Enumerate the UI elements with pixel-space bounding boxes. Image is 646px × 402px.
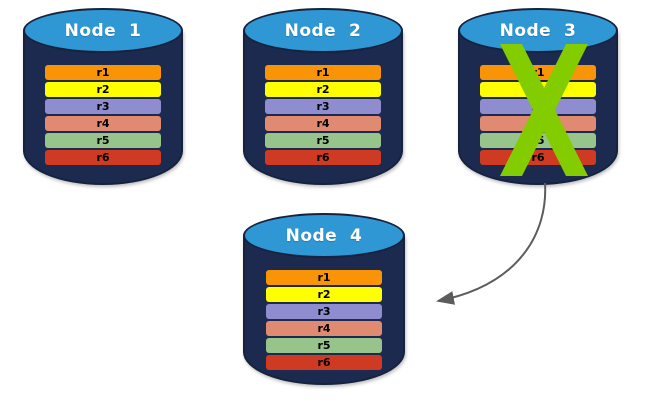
record-row[interactable]: r2 (265, 82, 381, 97)
record-label: r3 (531, 100, 545, 113)
cylinder-top (243, 213, 405, 258)
record-list: r1 r2 r3 r4 r5 r6 (265, 65, 381, 165)
record-label: r4 (316, 117, 330, 130)
cylinder-top (23, 8, 183, 53)
record-label: r5 (316, 134, 330, 147)
record-row[interactable]: r2 (45, 82, 161, 97)
record-row[interactable]: r3 (265, 99, 381, 114)
record-label: r2 (316, 83, 330, 96)
record-row[interactable]: r3 (480, 99, 596, 114)
record-label: r5 (531, 134, 545, 147)
record-row[interactable]: r2 (480, 82, 596, 97)
record-list: r1 r2 r3 r4 r5 r6 (480, 65, 596, 165)
record-row[interactable]: r1 (480, 65, 596, 80)
record-row[interactable]: r3 (265, 304, 383, 319)
node-3[interactable]: Node 3 r1 r2 r3 r4 r5 r6 (458, 8, 618, 185)
record-row[interactable]: r5 (480, 133, 596, 148)
record-label: r4 (317, 322, 331, 335)
node-4[interactable]: Node 4 r1 r2 r3 r4 r5 r6 (243, 213, 405, 385)
record-list: r1 r2 r3 r4 r5 r6 (265, 270, 383, 370)
record-row[interactable]: r4 (480, 116, 596, 131)
record-label: r6 (316, 151, 330, 164)
record-label: r5 (96, 134, 110, 147)
node-1[interactable]: Node 1 r1 r2 r3 r4 r5 r6 (23, 8, 183, 185)
record-label: r2 (531, 83, 545, 96)
record-label: r3 (316, 100, 330, 113)
record-row[interactable]: r6 (480, 150, 596, 165)
record-row[interactable]: r4 (265, 116, 381, 131)
record-label: r1 (317, 271, 331, 284)
record-label: r5 (317, 339, 331, 352)
record-label: r2 (317, 288, 331, 301)
record-row[interactable]: r5 (45, 133, 161, 148)
record-row[interactable]: r1 (45, 65, 161, 80)
record-row[interactable]: r3 (45, 99, 161, 114)
record-row[interactable]: r2 (265, 287, 383, 302)
cylinder-top (243, 8, 403, 53)
cylinder-top (458, 8, 618, 53)
record-label: r3 (96, 100, 110, 113)
record-label: r1 (531, 66, 545, 79)
record-row[interactable]: r6 (265, 355, 383, 370)
record-label: r3 (317, 305, 331, 318)
record-row[interactable]: r5 (265, 338, 383, 353)
record-row[interactable]: r6 (265, 150, 381, 165)
record-label: r1 (316, 66, 330, 79)
record-label: r6 (531, 151, 545, 164)
record-row[interactable]: r6 (45, 150, 161, 165)
record-row[interactable]: r4 (265, 321, 383, 336)
record-row[interactable]: r5 (265, 133, 381, 148)
record-label: r6 (96, 151, 110, 164)
node-2[interactable]: Node 2 r1 r2 r3 r4 r5 r6 (243, 8, 403, 185)
record-row[interactable]: r1 (265, 65, 381, 80)
record-label: r6 (317, 356, 331, 369)
record-label: r2 (96, 83, 110, 96)
record-label: r4 (96, 117, 110, 130)
record-label: r4 (531, 117, 545, 130)
record-row[interactable]: r4 (45, 116, 161, 131)
record-row[interactable]: r1 (265, 270, 383, 285)
record-label: r1 (96, 66, 110, 79)
record-list: r1 r2 r3 r4 r5 r6 (45, 65, 161, 165)
